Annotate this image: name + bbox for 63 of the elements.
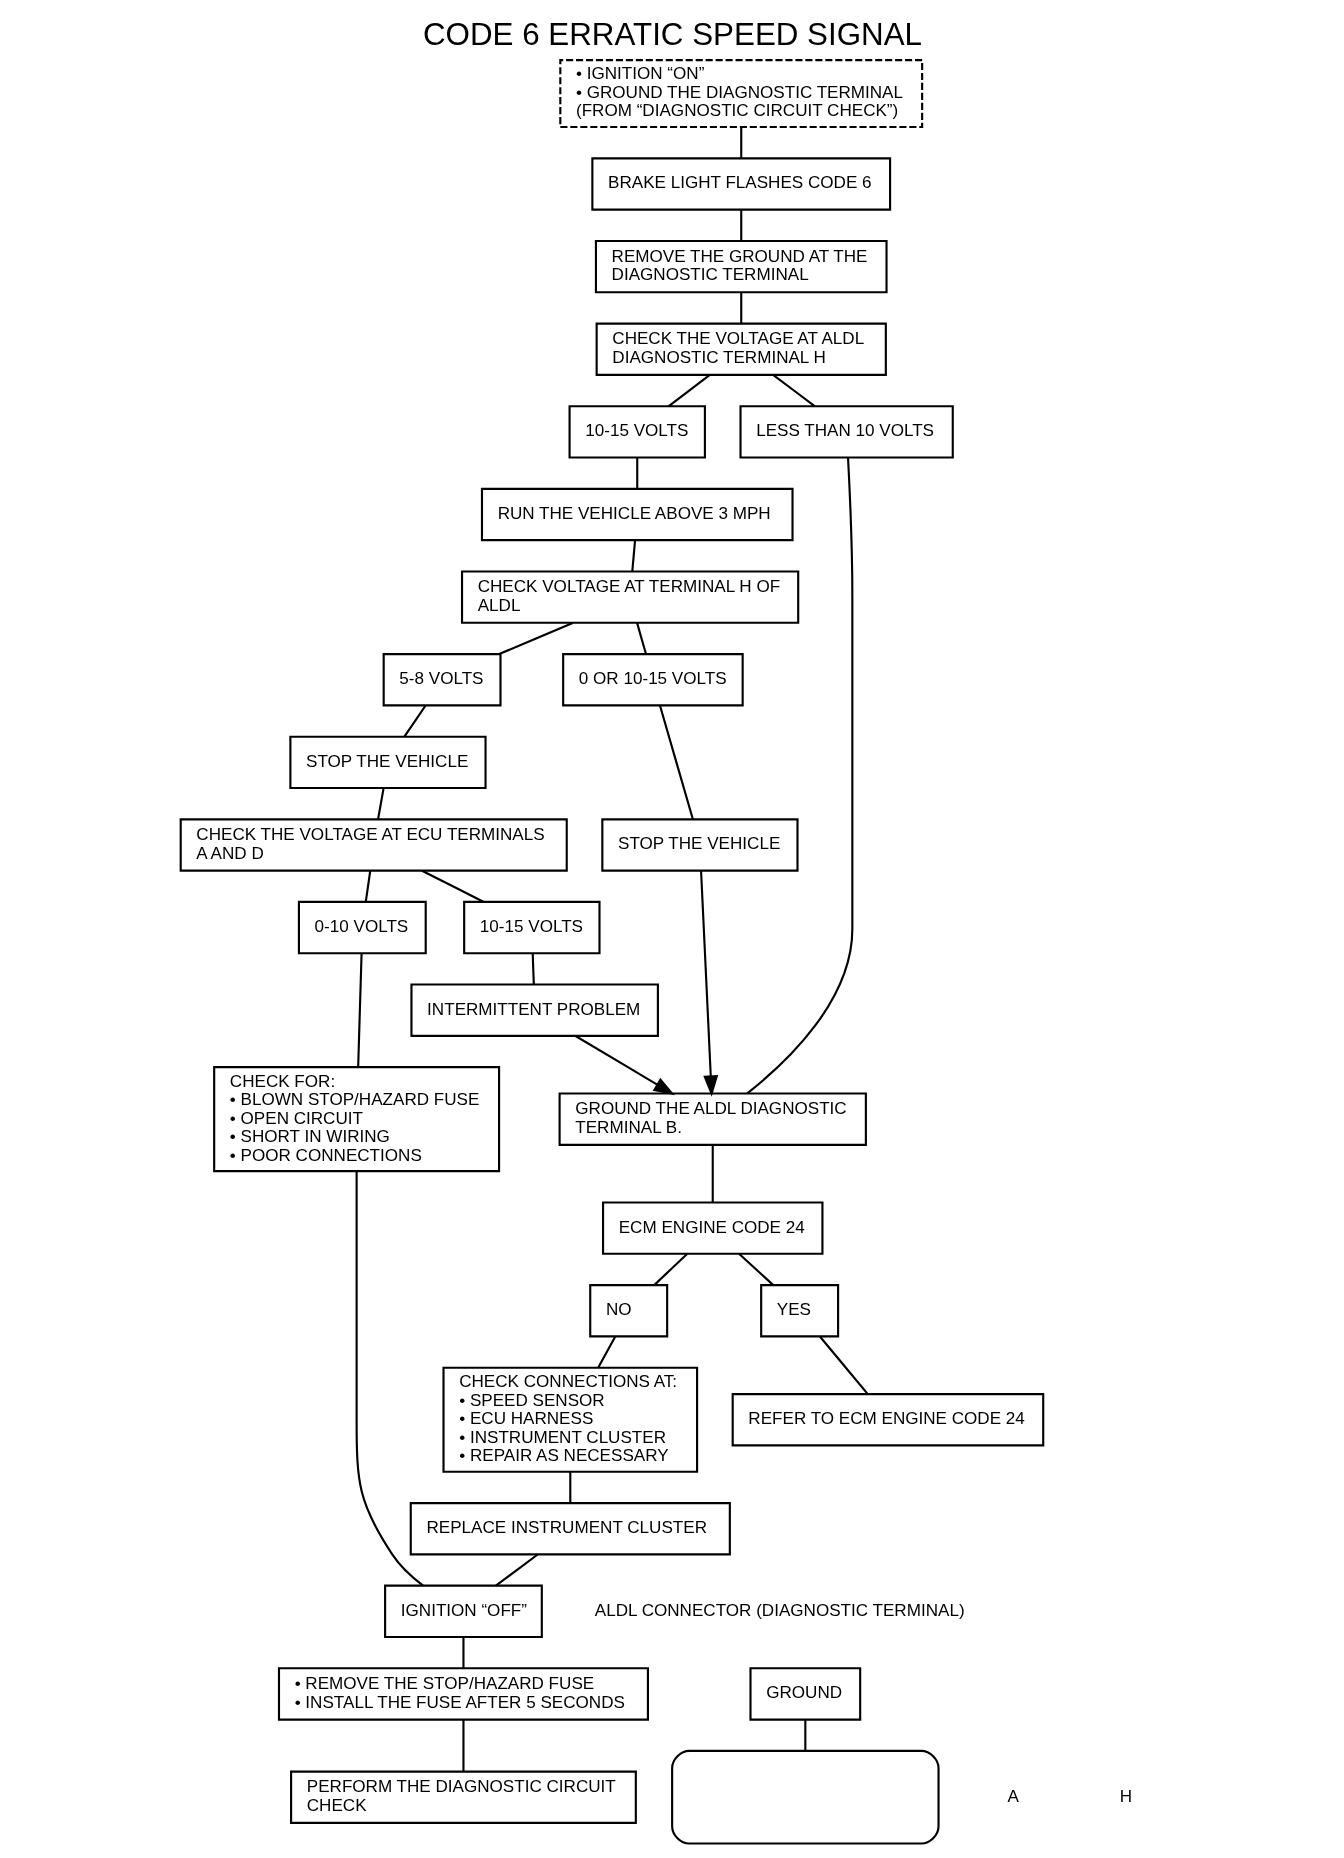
node-box: BRAKE LIGHT FLASHES CODE 6 xyxy=(590,157,891,211)
connector xyxy=(667,374,710,408)
connector xyxy=(635,622,647,655)
connector xyxy=(630,540,636,572)
connector xyxy=(376,787,385,820)
connector xyxy=(738,1253,774,1286)
node-box: CHECK THE VOLTAGE AT ECU TERMINALS A AND D xyxy=(179,818,568,872)
node-box: 10-15 VOLTS xyxy=(568,405,706,459)
node-box: CHECK THE VOLTAGE AT ALDL DIAGNOSTIC TERMINAL H xyxy=(595,322,887,376)
connector xyxy=(403,704,426,738)
node-box: STOP THE VEHICLE xyxy=(288,735,487,790)
connector xyxy=(711,1145,714,1203)
node-box: NO xyxy=(588,1284,668,1338)
connector xyxy=(364,870,371,903)
connector xyxy=(494,1553,538,1587)
node-box: INTERMITTENT PROBLEM xyxy=(409,983,659,1037)
label: H xyxy=(1119,1786,1132,1806)
diagram-title: CODE 6 ERRATIC SPEED SIGNAL xyxy=(422,17,922,53)
connector xyxy=(818,1336,868,1395)
connector xyxy=(803,1719,806,1751)
node-box: PERFORM THE DIAGNOSTIC CIRCUIT CHECK xyxy=(289,1770,637,1824)
node-box xyxy=(670,1749,940,1845)
node-box: IGNITION “OFF” xyxy=(383,1584,543,1639)
label: A xyxy=(1007,1786,1019,1806)
node-box: RUN THE VEHICLE ABOVE 3 MPH xyxy=(480,487,794,542)
connector xyxy=(421,869,484,903)
node-box: LESS THAN 10 VOLTS xyxy=(738,405,954,459)
node-box: GROUND THE ALDL DIAGNOSTIC TERMINAL B. xyxy=(558,1092,867,1146)
node-box: 5-8 VOLTS xyxy=(382,653,502,707)
connector xyxy=(355,1171,424,1587)
node-box: REPLACE INSTRUMENT CLUSTER xyxy=(409,1502,731,1556)
node-box: CHECK CONNECTIONS AT: • SPEED SENSOR • ECU HARNESS • INSTRUMENT CLUSTER • REPAIR AS NECESSARY xyxy=(441,1366,698,1473)
node-box: GROUND xyxy=(748,1667,861,1721)
connector xyxy=(596,1336,616,1368)
connector xyxy=(568,1471,571,1503)
connector xyxy=(739,292,742,324)
node-box: CHECK FOR: • BLOWN STOP/HAZARD FUSE • OPEN CIRCUIT • SHORT IN WIRING • POOR CONNECTIONS xyxy=(212,1066,500,1173)
node-box: ECM ENGINE CODE 24 xyxy=(601,1201,823,1255)
node-box: 0 OR 10-15 VOLTS xyxy=(561,653,744,707)
node-box: CHECK VOLTAGE AT TERMINAL H OF ALDL xyxy=(460,570,799,624)
node-box: 0-10 VOLTS xyxy=(297,900,427,955)
connector xyxy=(658,705,694,820)
connector xyxy=(652,1253,688,1286)
connector xyxy=(746,458,853,1095)
node-box: 10-15 VOLTS xyxy=(462,900,601,955)
connector xyxy=(461,1637,465,1669)
arrow xyxy=(574,1035,675,1096)
connector xyxy=(739,209,742,241)
connector xyxy=(739,127,742,158)
node-box: YES xyxy=(759,1284,839,1338)
connector xyxy=(461,1719,465,1771)
label: ALDL CONNECTOR (DIAGNOSTIC TERMINAL) xyxy=(594,1600,965,1620)
node-box: • IGNITION “ON” • GROUND THE DIAGNOSTIC TERMINAL (FROM “DIAGNOSTIC CIRCUIT CHECK”) xyxy=(558,59,923,129)
node-box: REMOVE THE GROUND AT THE DIAGNOSTIC TERMINAL xyxy=(594,239,888,294)
connector xyxy=(356,953,363,1067)
connector xyxy=(531,953,535,985)
connector xyxy=(635,457,638,489)
node-box: • REMOVE THE STOP/HAZARD FUSE • INSTALL THE FUSE AFTER 5 SECONDS xyxy=(277,1667,649,1721)
node-box: REFER TO ECM ENGINE CODE 24 xyxy=(731,1393,1044,1447)
arrow xyxy=(699,870,718,1097)
node-box: STOP THE VEHICLE xyxy=(600,818,799,872)
connector xyxy=(498,621,573,656)
connector xyxy=(772,374,815,408)
